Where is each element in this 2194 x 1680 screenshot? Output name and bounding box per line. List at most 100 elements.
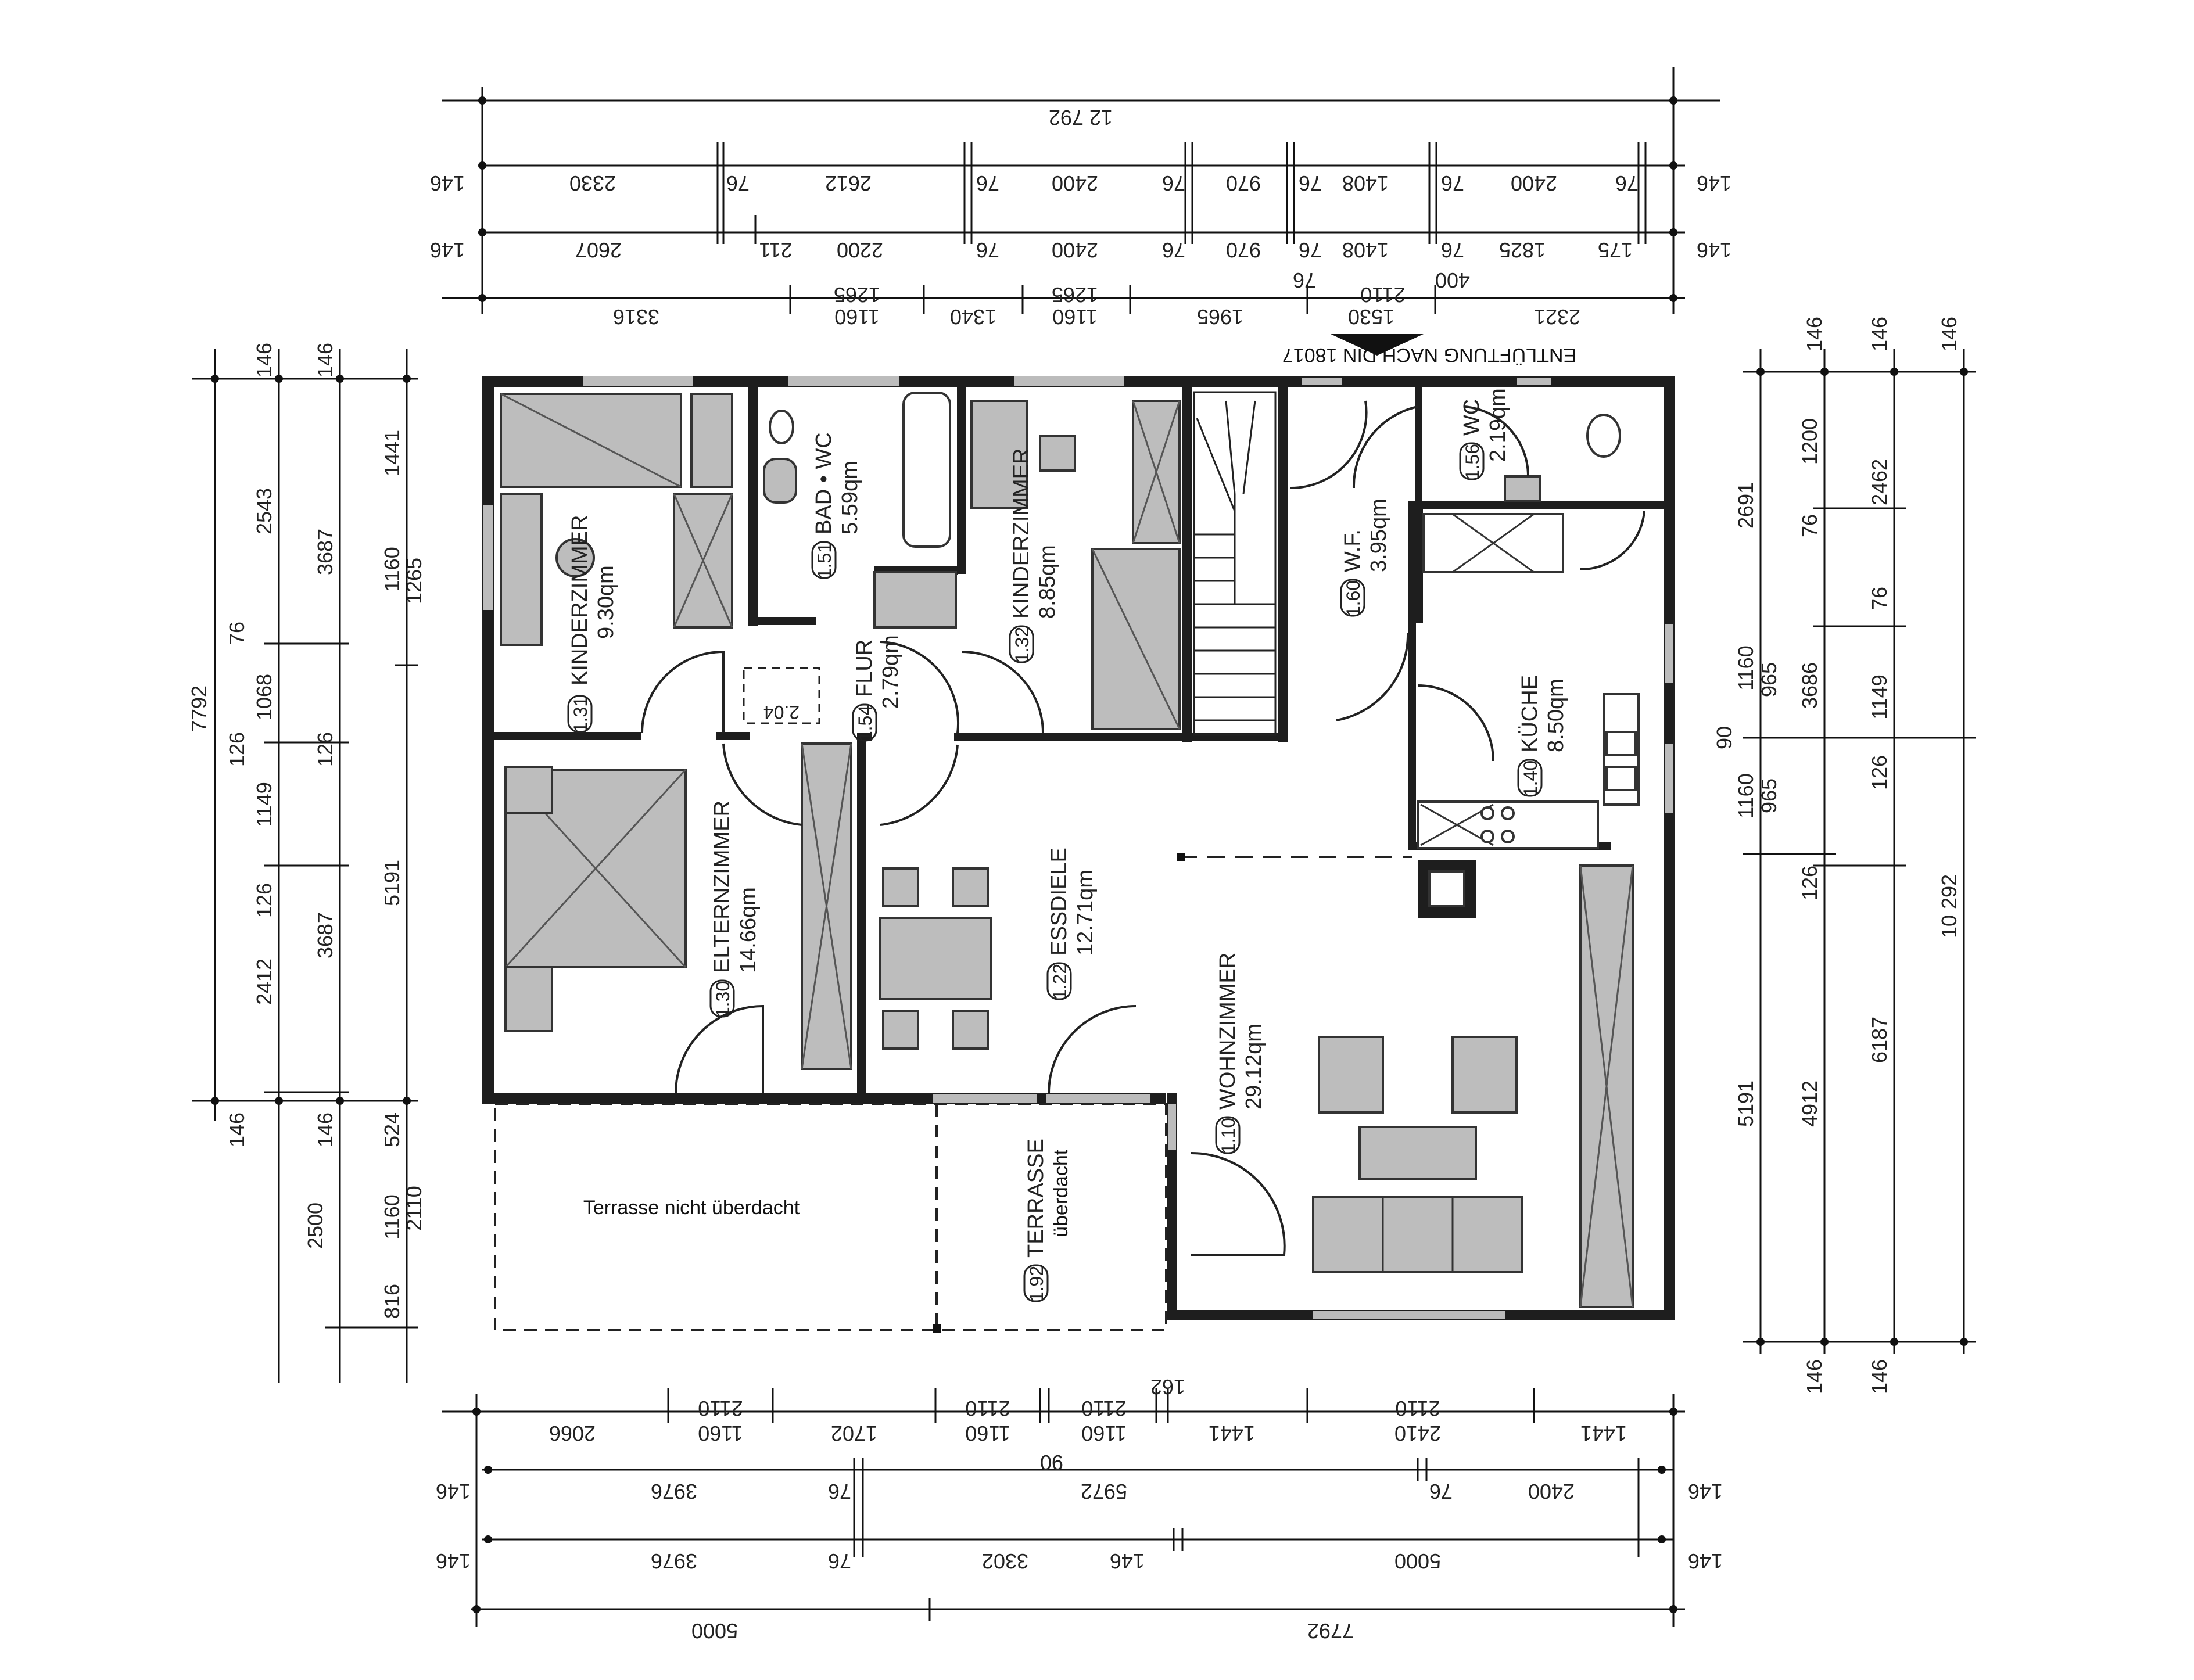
ventilation-arrow-icon [1331, 334, 1424, 356]
room-number: 1.54 [855, 705, 876, 741]
dim-label: 2400 [1052, 171, 1098, 195]
bottom-dimension-chains: 2110 2110 2110 162 2110 2066 1160 1702 1… [436, 1375, 1723, 1643]
dim-label: 2500 [303, 1202, 327, 1249]
room-number: 1.92 [1026, 1266, 1047, 1302]
door-swings [641, 400, 1646, 1256]
dim-label: 76 [828, 1549, 851, 1573]
room-area: 29.12qm [1242, 1024, 1266, 1110]
dim-label: 2400 [1511, 171, 1557, 195]
room-number-badge [1459, 442, 1485, 480]
dim-label: 3302 [982, 1549, 1028, 1573]
dim-label: 76 [976, 238, 999, 262]
dim-label: 2110 [1395, 1397, 1440, 1420]
dim-label: 146 [430, 238, 465, 262]
furniture [500, 392, 1640, 1308]
left-dimension-col2: 146 2543 76 1068 126 1149 126 2412 146 2… [225, 343, 327, 1249]
dim-label: 5972 [1081, 1480, 1127, 1503]
dim-label: 1160 [1052, 305, 1097, 329]
room-number-badge [811, 541, 837, 579]
dim-label: 1408 [1342, 171, 1389, 195]
dim-label: 2400 [1528, 1480, 1575, 1503]
room-area: 12.71qm [1073, 870, 1098, 956]
dim-label: 76 [1798, 514, 1822, 537]
closet-outline [743, 667, 820, 724]
dim-label: 2691 [1734, 482, 1758, 529]
dim-label: 76 [1293, 268, 1316, 292]
dim-label: 1702 [831, 1421, 877, 1445]
staircase [1193, 391, 1277, 736]
room-name: FLUR [852, 640, 877, 697]
dim-label: 126 [1798, 866, 1822, 900]
dim-label: 2200 [837, 238, 883, 262]
top-dimension-row1: 146 2330 76 2612 76 2400 76 970 76 1408 … [430, 171, 1731, 195]
dim-label: 76 [1162, 238, 1185, 262]
room-number: 1.31 [570, 697, 591, 733]
dim-label: 146 [313, 1112, 337, 1147]
dim-label: 146 [436, 1480, 471, 1503]
dim-label: 146 [1802, 1359, 1826, 1394]
dim-label: 126 [252, 883, 276, 918]
dim-label: 2066 [549, 1421, 596, 1445]
room-1-54: 1.54 FLUR 2.79qm [852, 635, 903, 742]
dim-label: 146 [1697, 171, 1731, 195]
dim-label: 816 [380, 1284, 404, 1319]
room-number: 1.51 [814, 543, 835, 579]
dim-label: 1200 [1798, 418, 1822, 465]
dim-label: 1441 [1580, 1421, 1627, 1445]
room-area: 2.19qm [1486, 388, 1510, 462]
dim-label: 146 [313, 343, 337, 378]
dim-label: 90 [1712, 726, 1736, 749]
room-1-51: 1.51 BAD • WC 5.59qm [811, 432, 862, 579]
dim-label: 524 [380, 1112, 404, 1147]
dim-label: 2612 [825, 171, 872, 195]
room-area: 2.79qm [879, 635, 903, 709]
room-1-60: 1.60 W.F. 3.95qm [1340, 498, 1391, 617]
dim-label: 970 [1226, 171, 1261, 195]
room-number: 1.60 [1343, 580, 1364, 616]
windows [483, 376, 1673, 1319]
dim-label: 1441 [380, 430, 404, 476]
dim-label: 146 [225, 1112, 249, 1147]
dim-label: 4912 [1798, 1080, 1822, 1127]
dim-label: 1068 [252, 674, 276, 720]
dim-label: 970 [1226, 238, 1261, 262]
dim-label: 1160 [1734, 645, 1758, 690]
room-number: 1.30 [712, 981, 733, 1017]
dim-label: 2607 [575, 238, 622, 262]
dim-label: 1160 [1734, 773, 1758, 818]
room-name: KINDERZIMMER [568, 515, 592, 685]
terrace-outline [494, 1103, 1167, 1331]
dim-label: 1149 [1867, 674, 1891, 719]
dim-label: 2410 [1394, 1421, 1441, 1445]
left-dimension-chains: 7792 146 2543 76 1068 126 1149 126 2412 … [187, 343, 426, 1383]
right-dimension-chains: 146 2691 1160 90 1160 5191 146 1200 965 … [1712, 317, 1976, 1394]
room-area: 14.66qm [736, 887, 761, 973]
room-number-badge [1215, 1116, 1241, 1154]
dim-label: 3687 [313, 529, 337, 575]
dim-label: 1160 [1081, 1421, 1126, 1445]
terrace-open-label: Terrasse nicht überdacht [583, 1197, 800, 1219]
dim-label: 175 [1598, 238, 1633, 262]
dim-label: 7792 [1307, 1619, 1354, 1643]
room-1-32: 1.32 KINDERZIMMER 8.85qm [1009, 448, 1060, 663]
dim-label: 965 [1757, 662, 1781, 697]
dim-label: 76 [1429, 1480, 1453, 1503]
room-name: ESSDIELE [1047, 848, 1071, 956]
room-1-56: 1.56 WC 2.19qm [1459, 388, 1510, 480]
room-area: 3.95qm [1367, 498, 1391, 572]
dim-label: 10 292 [1937, 874, 1961, 938]
dim-label: 2462 [1867, 459, 1891, 505]
bottom-dimension-row2: 146 3976 76 5972 76 2400 146 [436, 1480, 1723, 1503]
room-area: 9.30qm [594, 565, 618, 639]
right-dimension-col3: 146 76 2462 76 3686 1149 126 126 6187 14… [1798, 317, 1891, 1394]
room-1-30: 1.30 ELTERNZIMMER 14.66qm [709, 800, 761, 1018]
dim-label: 1149 [252, 782, 276, 827]
dim-label: 76 [1441, 238, 1464, 262]
dim-label: 1160 [965, 1421, 1010, 1445]
room-area: überdacht [1050, 1149, 1072, 1237]
dim-label: 1965 [1197, 305, 1243, 329]
bottom-dimension-row1-upper: 2110 2110 2110 162 2110 [698, 1375, 1440, 1420]
dim-label: 76 [1162, 171, 1185, 195]
top-overall-dimension: 12 792 [1049, 106, 1113, 130]
